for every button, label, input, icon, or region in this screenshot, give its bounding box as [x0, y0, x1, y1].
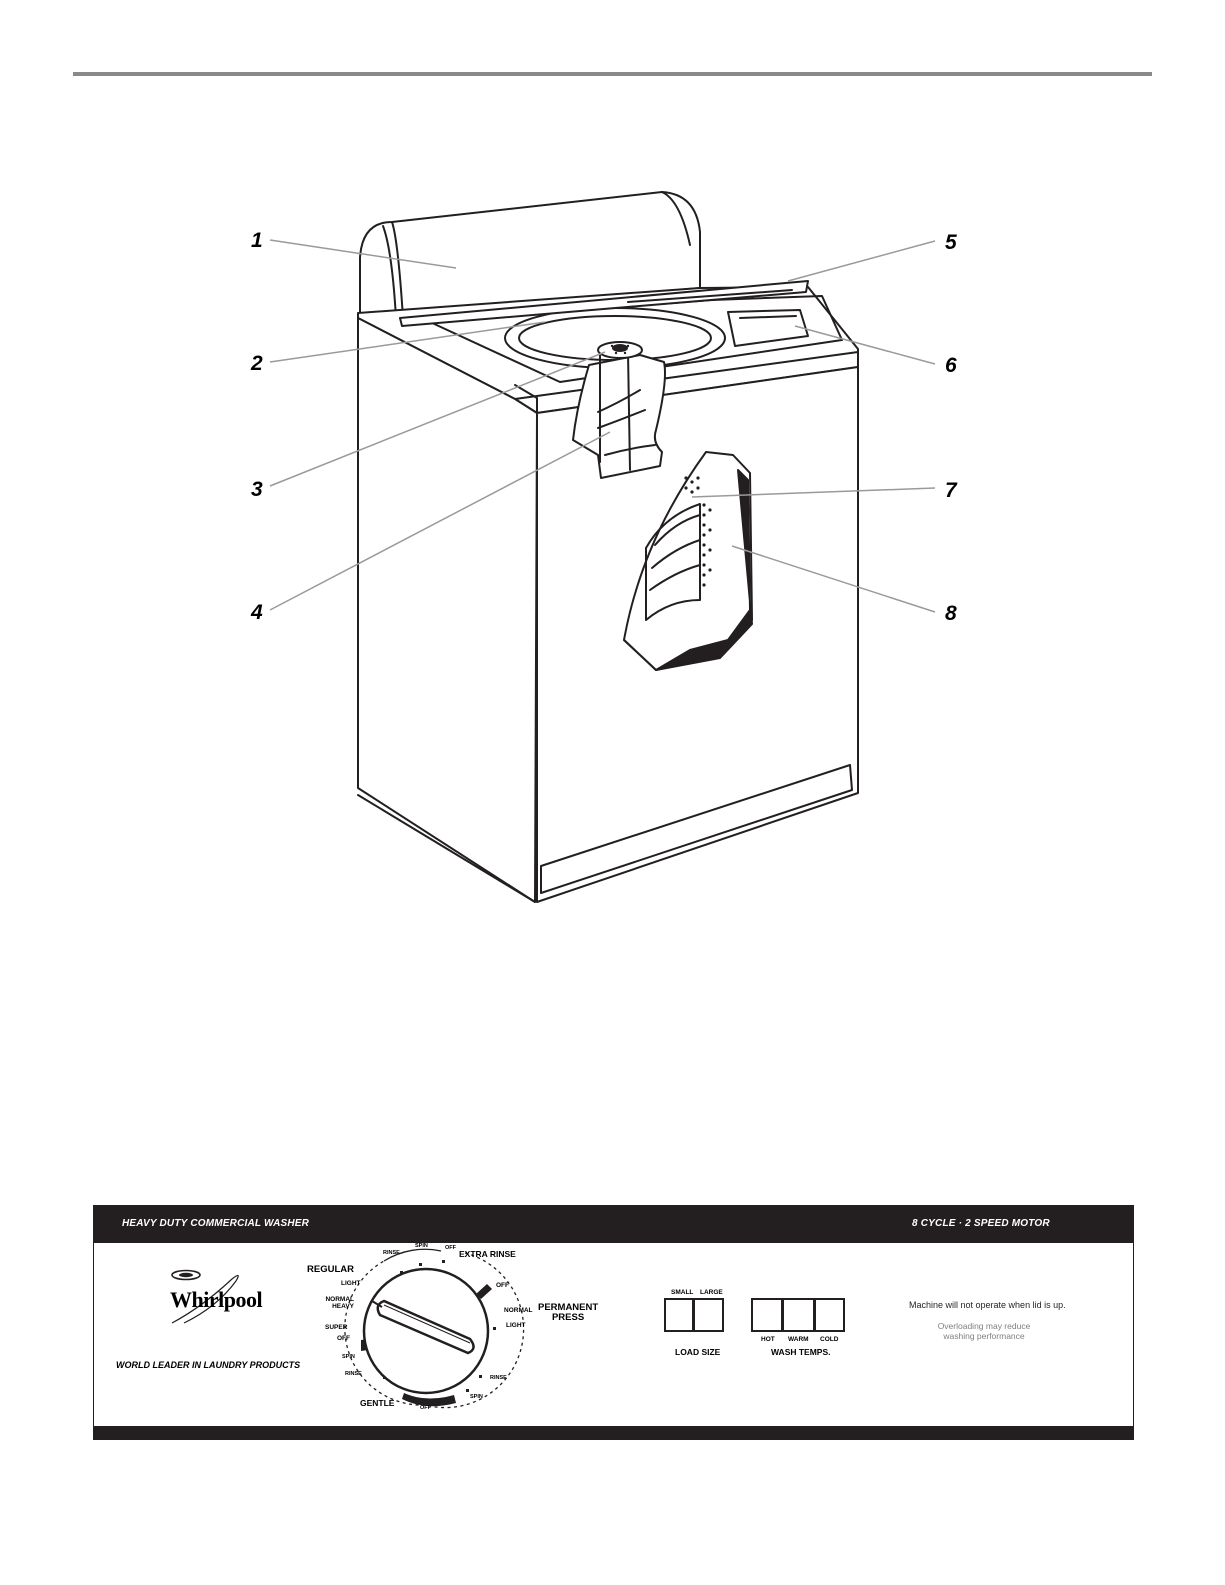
lid: [399, 280, 809, 327]
dial-label-rinse-top: RINSE: [383, 1250, 400, 1256]
dial-knob-grip: [376, 1299, 475, 1355]
callout-3: 3: [251, 478, 263, 501]
dial-label-spin-bottom: SPIN: [470, 1394, 483, 1400]
panel-motor-spec: 8 CYCLE · 2 SPEED MOTOR: [912, 1218, 1050, 1229]
top-rule: [73, 72, 1152, 76]
dial-label-gentle: GENTLE: [360, 1398, 395, 1408]
callout-6: 6: [945, 354, 957, 377]
washer-illustration: [269, 191, 936, 903]
callout-7: 7: [945, 479, 957, 502]
dial-label-normal-right: NORMAL: [504, 1307, 533, 1314]
panel-title: HEAVY DUTY COMMERCIAL WASHER: [122, 1218, 310, 1229]
console-front: [391, 221, 404, 319]
fabric-softener-dispenser-slot: [727, 309, 809, 347]
panel-header-bar: [94, 1205, 1133, 1243]
dial-track: [344, 1248, 525, 1409]
wash-temp-warm-label: WARM: [788, 1336, 809, 1343]
dial-label-off-right: OFF: [496, 1282, 509, 1289]
dial-pointer: [371, 1300, 383, 1308]
load-size-large-label: LARGE: [700, 1289, 723, 1296]
wash-temp-hot-button[interactable]: [751, 1298, 783, 1332]
dial-label-off-bottom: OFF: [420, 1405, 431, 1411]
dial-label-super: SUPER: [325, 1324, 348, 1331]
dial-label-rinse-right: RINSE: [490, 1375, 507, 1381]
load-size-small-button[interactable]: [664, 1298, 694, 1332]
callout-8: 8: [945, 602, 957, 625]
dial-label-permanent-press: PERMANENT PRESS: [538, 1302, 599, 1324]
callout-2: 2: [251, 352, 263, 375]
dial-label-rinse-left: RINSE: [345, 1371, 362, 1377]
cabinet-side: [357, 317, 538, 903]
kick-panel: [540, 764, 853, 894]
lid-notice: Machine will not operate when lid is up.: [909, 1300, 1066, 1310]
callout-5: 5: [945, 231, 957, 254]
wash-temps-label: WASH TEMPS.: [771, 1347, 831, 1357]
brand-name: Whirlpool: [170, 1287, 263, 1312]
dial-label-light: LIGHT: [341, 1280, 361, 1287]
brand-slogan: WORLD LEADER IN LAUNDRY PRODUCTS: [116, 1360, 301, 1370]
dial-label-regular: REGULAR: [307, 1264, 354, 1275]
whirlpool-logo-icon: [171, 1269, 239, 1324]
cycle-dial[interactable]: [324, 1243, 554, 1428]
load-size-large-button[interactable]: [693, 1298, 724, 1332]
off-marker-right: [476, 1284, 492, 1299]
dial-label-off-top: OFF: [445, 1245, 456, 1251]
dial-label-normal-heavy: NORMAL HEAVY: [325, 1296, 354, 1311]
callout-4: 4: [251, 601, 263, 624]
dial-label-spin-top: SPIN: [415, 1243, 428, 1249]
dial-label-off-left: OFF: [337, 1335, 350, 1342]
dial-label-light-right: LIGHT: [506, 1322, 526, 1329]
control-panel: HEAVY DUTY COMMERCIAL WASHER 8 CYCLE · 2…: [93, 1205, 1134, 1440]
dial-label-extra-rinse: EXTRA RINSE: [459, 1249, 516, 1259]
callout-1: 1: [251, 229, 263, 252]
load-size-label: LOAD SIZE: [675, 1347, 721, 1357]
panel-footer-bar: [94, 1426, 1133, 1440]
dial-label-spin-left: SPIN: [342, 1354, 355, 1360]
wash-temp-cold-label: COLD: [820, 1336, 839, 1343]
off-marker-bottom: [402, 1393, 456, 1407]
wash-temp-warm-button[interactable]: [782, 1298, 815, 1332]
wash-temp-hot-label: HOT: [761, 1336, 775, 1343]
load-size-small-label: SMALL: [671, 1289, 694, 1296]
wash-temp-cold-button[interactable]: [814, 1298, 845, 1332]
overload-notice: Overloading may reduce washing performan…: [937, 1321, 1031, 1341]
